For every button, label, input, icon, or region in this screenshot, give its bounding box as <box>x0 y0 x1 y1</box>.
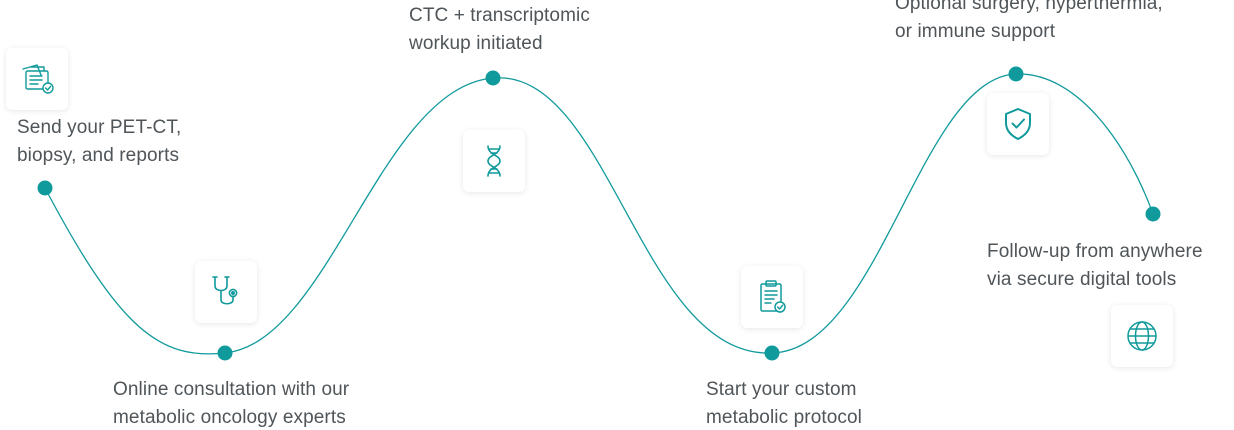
step-1-line-1: Send your PET-CT, <box>17 117 182 138</box>
step-6-dot <box>1145 206 1161 222</box>
step-2-text: Online consultation with our metabolic o… <box>113 376 349 430</box>
step-3-icon-card <box>463 130 525 192</box>
step-5-icon-card <box>987 93 1049 155</box>
step-4-dot <box>764 345 780 361</box>
step-5-text: Optional surgery, hyperthermia, or immun… <box>895 0 1163 46</box>
step-5-dot <box>1008 66 1024 82</box>
step-1-dot <box>37 180 53 196</box>
step-4-text: Start your custom metabolic protocol <box>706 376 862 430</box>
step-5-line-1: Optional surgery, hyperthermia, <box>895 0 1163 14</box>
step-6-icon-card <box>1111 305 1173 367</box>
documents-icon <box>22 64 54 94</box>
step-3-line-2: workup initiated <box>409 33 543 54</box>
step-3-dot <box>485 70 501 86</box>
step-2-line-2: metabolic oncology experts <box>113 407 346 428</box>
shield-check-icon <box>1005 108 1031 140</box>
dna-icon <box>487 145 501 177</box>
step-6-line-2: via secure digital tools <box>987 269 1177 290</box>
step-2-line-1: Online consultation with our <box>113 379 350 400</box>
step-6-text: Follow-up from anywhere via secure digit… <box>987 238 1203 294</box>
step-3-text: CTC + transcriptomic workup initiated <box>409 2 590 58</box>
step-4-line-2: metabolic protocol <box>706 407 862 428</box>
step-1-text: Send your PET-CT, biopsy, and reports <box>17 114 181 170</box>
step-6-line-1: Follow-up from anywhere <box>987 241 1203 262</box>
step-1-line-2: biopsy, and reports <box>17 145 180 166</box>
step-4-icon-card <box>741 266 803 328</box>
stethoscope-icon <box>212 276 238 305</box>
globe-icon <box>1127 321 1157 351</box>
step-5-line-2: or immune support <box>895 21 1056 42</box>
step-4-line-1: Start your custom <box>706 379 857 400</box>
step-2-dot <box>217 345 233 361</box>
step-3-line-1: CTC + transcriptomic <box>409 5 590 26</box>
clipboard-check-icon <box>760 280 786 313</box>
step-2-icon-card <box>195 261 257 323</box>
step-1-icon-card <box>6 48 68 110</box>
